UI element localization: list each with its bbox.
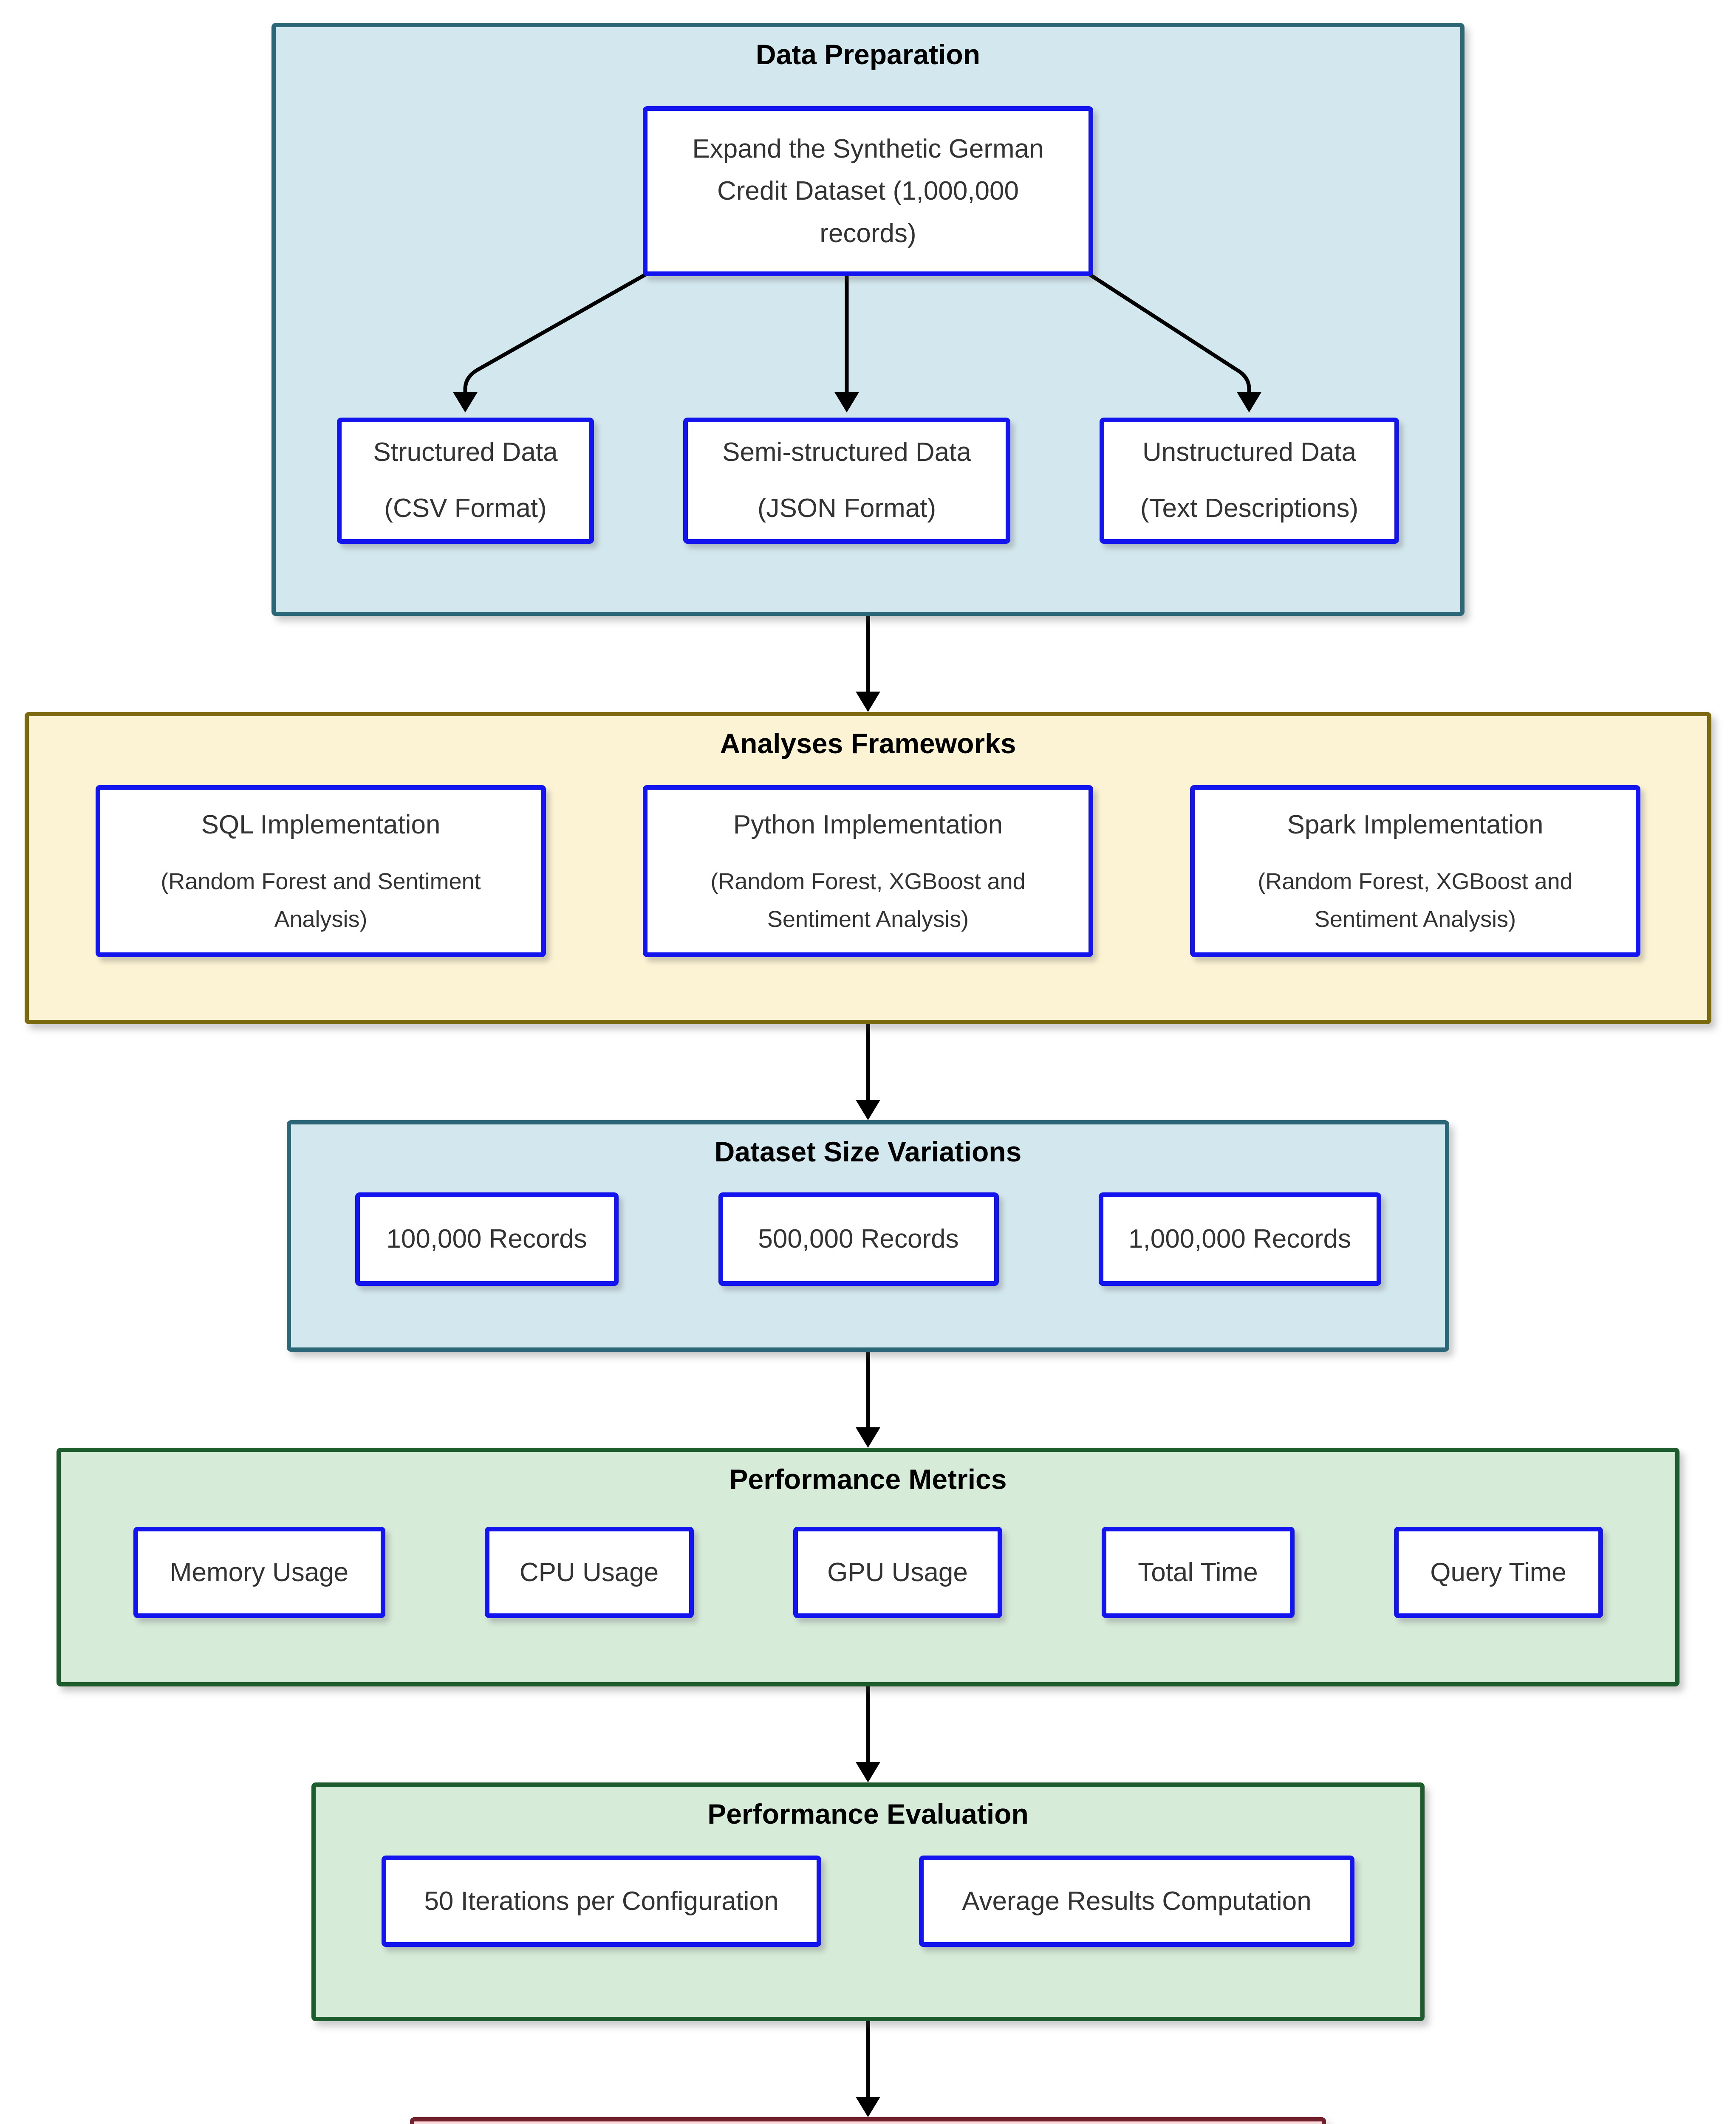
node-expand-dataset: Expand the Synthetic German Credit Datas… [643,106,1093,276]
node-row-dataset-sizes: 100,000 Records 500,000 Records 1,000,00… [291,1192,1445,1286]
node-sublabel: (Random Forest, XGBoost and Sentiment An… [1258,869,1573,932]
node-average-results: Average Results Computation [919,1856,1354,1947]
node-label: Structured Data [373,437,558,467]
arrowhead-down-icon [856,1100,880,1120]
branch-arrow-left [463,269,653,393]
node-label: Query Time [1430,1557,1566,1587]
node-label: Memory Usage [170,1557,349,1587]
node-label: 100,000 Records [386,1224,587,1254]
node-50-iterations: 50 Iterations per Configuration [382,1856,821,1947]
arrow-line [866,1352,870,1427]
flow-arrow-4 [855,1686,881,1782]
node-label: Expand the Synthetic German Credit Datas… [692,134,1044,248]
node-label: SQL Implementation [201,810,441,839]
node-semi-structured-data: Semi-structured Data (JSON Format) [683,418,1010,544]
node-label: CPU Usage [519,1557,659,1587]
node-sublabel: (Text Descriptions) [1140,493,1359,523]
node-sublabel: (Random Forest, XGBoost and Sentiment An… [710,869,1026,932]
node-row-evaluation: 50 Iterations per Configuration Average … [316,1856,1420,1947]
section-analyses-frameworks: Analyses Frameworks SQL Implementation (… [25,712,1711,1024]
node-100k-records: 100,000 Records [355,1192,619,1286]
node-label: Average Results Computation [962,1886,1312,1916]
node-label: 500,000 Records [758,1224,959,1254]
node-row-implementations: SQL Implementation (Random Forest and Se… [29,785,1707,957]
branch-arrowhead-left-icon [453,392,478,412]
node-query-time: Query Time [1394,1527,1603,1618]
node-sublabel: (Random Forest and Sentiment Analysis) [161,869,481,932]
arrow-line [866,1024,870,1100]
node-label: Python Implementation [733,810,1003,839]
arrowhead-down-icon [856,2097,880,2117]
node-spark-implementation: Spark Implementation (Random Forest, XGB… [1190,785,1640,957]
section-data-preparation: Data Preparation Expand the Synthetic Ge… [271,23,1465,616]
node-label: 50 Iterations per Configuration [424,1886,779,1916]
section-performance-evaluation: Performance Evaluation 50 Iterations per… [311,1782,1425,2021]
arrow-line [866,2021,870,2097]
section-title-performance-evaluation: Performance Evaluation [707,1798,1029,1830]
arrow-line [866,1686,870,1762]
node-total-time: Total Time [1101,1527,1295,1618]
node-row-metrics: Memory Usage CPU Usage GPU Usage Total T… [61,1527,1675,1618]
node-unstructured-data: Unstructured Data (Text Descriptions) [1100,418,1399,544]
node-label: 1,000,000 Records [1128,1224,1351,1254]
node-structured-data: Structured Data (CSV Format) [337,418,594,544]
arrowhead-down-icon [856,1427,880,1448]
section-title-analyses-frameworks: Analyses Frameworks [720,728,1016,759]
node-label: GPU Usage [827,1557,968,1587]
flow-arrow-1 [855,616,881,712]
node-sublabel: (JSON Format) [757,493,936,523]
node-python-implementation: Python Implementation (Random Forest, XG… [643,785,1093,957]
flow-arrow-5 [855,2021,881,2117]
section-performance-metrics: Performance Metrics Memory Usage CPU Usa… [57,1448,1679,1686]
arrowhead-down-icon [856,692,880,712]
node-label: Spark Implementation [1287,810,1544,839]
branch-arrow-right [1083,269,1251,393]
node-500k-records: 500,000 Records [718,1192,999,1286]
node-gpu-usage: GPU Usage [793,1527,1002,1618]
node-label: Total Time [1138,1557,1258,1587]
node-1m-records: 1,000,000 Records [1098,1192,1381,1286]
node-label: Semi-structured Data [722,437,971,467]
node-label: Unstructured Data [1142,437,1357,467]
flow-arrow-3 [855,1352,881,1448]
branch-arrowhead-middle-icon [834,392,859,412]
branch-arrowhead-right-icon [1237,392,1261,412]
section-title-data-preparation: Data Preparation [755,39,981,70]
section-title-dataset-size-variations: Dataset Size Variations [714,1136,1022,1167]
node-sublabel: (CSV Format) [384,493,547,523]
node-sql-implementation: SQL Implementation (Random Forest and Se… [96,785,546,957]
section-title-performance-metrics: Performance Metrics [729,1463,1007,1495]
section-analysis-and-visualization: Analysis and Visualization Comparative A… [410,2117,1326,2124]
node-row-data-types: Structured Data (CSV Format) Semi-struct… [276,418,1460,544]
flow-arrow-2 [855,1024,881,1120]
node-cpu-usage: CPU Usage [484,1527,694,1618]
arrow-line [866,616,870,692]
node-memory-usage: Memory Usage [133,1527,385,1618]
arrowhead-down-icon [856,1762,880,1782]
section-dataset-size-variations: Dataset Size Variations 100,000 Records … [287,1120,1449,1352]
